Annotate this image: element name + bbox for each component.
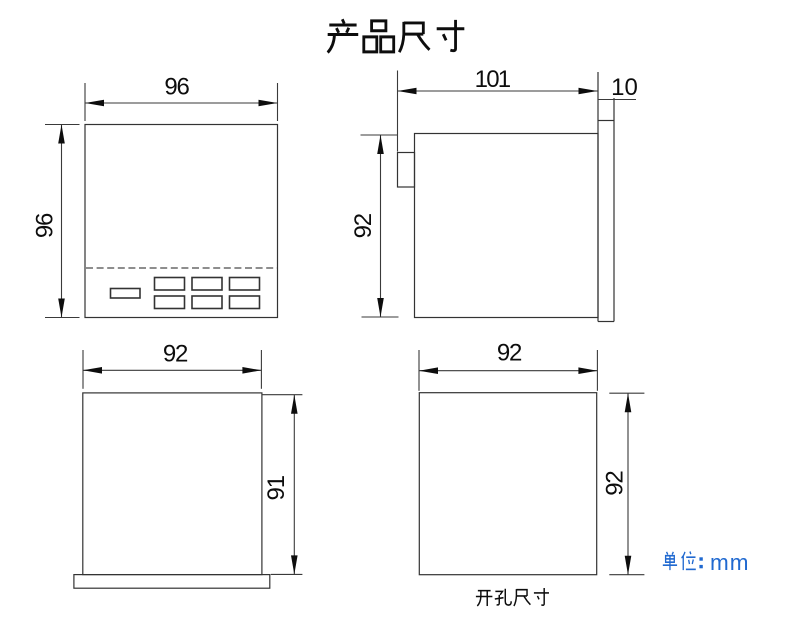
svg-text:91: 91	[263, 475, 290, 500]
svg-text:96: 96	[32, 213, 59, 238]
svg-text:96: 96	[164, 73, 189, 100]
svg-text:mm: mm	[710, 550, 750, 575]
svg-text:10: 10	[611, 74, 638, 101]
svg-text:92: 92	[350, 213, 377, 238]
svg-text:92: 92	[497, 340, 522, 367]
svg-text:92: 92	[163, 341, 188, 368]
svg-text:101: 101	[475, 66, 511, 93]
svg-text:92: 92	[602, 471, 629, 496]
